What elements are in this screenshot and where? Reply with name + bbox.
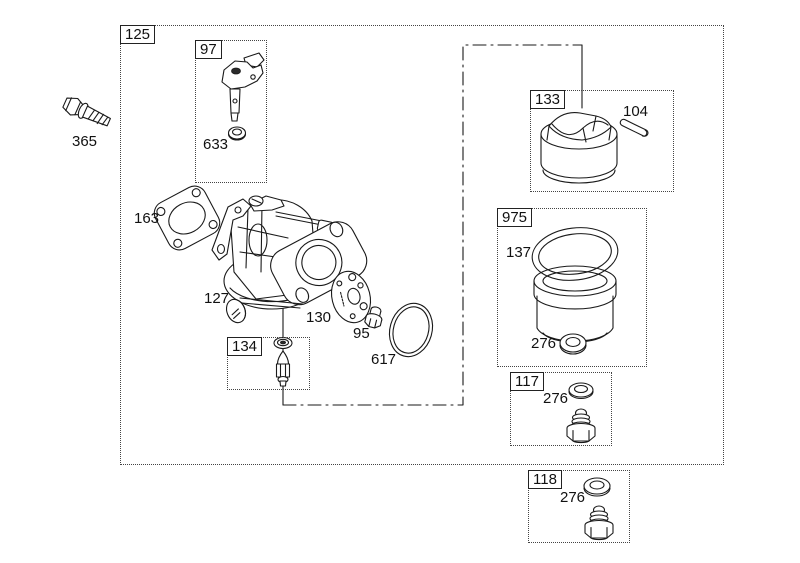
bowl-screw-117-drawing xyxy=(567,409,595,443)
group-label-975: 975 xyxy=(497,208,533,227)
washer-276-118-drawing xyxy=(584,478,610,496)
group-box-97: 97 xyxy=(195,40,267,183)
bowl-screw-118-drawing xyxy=(585,506,613,540)
group-label-125: 125 xyxy=(120,25,156,44)
group-label-118: 118 xyxy=(528,470,562,489)
group-box-118: 118 xyxy=(528,470,630,543)
bowl-gasket-137-drawing xyxy=(529,223,621,285)
carburetor-body-drawing xyxy=(212,196,373,311)
part-label-130: 130 xyxy=(306,309,332,326)
part-label-276-117: 276 xyxy=(543,390,569,407)
part-label-617: 617 xyxy=(371,351,397,368)
plug-127-drawing xyxy=(223,296,249,325)
part-label-276-bowl: 276 xyxy=(531,335,557,352)
oring-617-drawing xyxy=(383,298,438,361)
needle-134-drawing xyxy=(274,338,292,387)
part-label-127: 127 xyxy=(204,290,230,307)
part-label-137: 137 xyxy=(506,244,532,261)
pin-104-drawing xyxy=(619,118,649,137)
group-box-133: 133 xyxy=(530,90,674,192)
throttle-shaft-drawing xyxy=(222,53,264,121)
screw-95-drawing xyxy=(364,305,385,329)
group-label-97: 97 xyxy=(195,40,222,59)
part-label-104: 104 xyxy=(623,103,649,120)
washer-276-117-drawing xyxy=(569,383,593,399)
part-label-276-118: 276 xyxy=(560,489,586,506)
part-label-163: 163 xyxy=(134,210,160,227)
float-133-drawing xyxy=(541,113,617,183)
group-box-134: 134 xyxy=(227,337,310,390)
group-box-117: 117 xyxy=(510,372,612,446)
part-label-95: 95 xyxy=(353,325,370,342)
group-box-125: 125 xyxy=(120,25,724,465)
group-label-117: 117 xyxy=(510,372,544,391)
gasket-163-drawing xyxy=(150,182,224,254)
part-label-633: 633 xyxy=(203,136,229,153)
part-label-365: 365 xyxy=(72,133,98,150)
group-label-133: 133 xyxy=(530,90,566,109)
group-label-134: 134 xyxy=(227,337,263,356)
washer-276-bowl-drawing xyxy=(560,334,586,354)
plate-130-drawing xyxy=(326,267,375,327)
group-box-975: 975 xyxy=(497,208,647,367)
bolt-365-drawing xyxy=(61,94,112,130)
seal-633-drawing xyxy=(229,127,246,140)
